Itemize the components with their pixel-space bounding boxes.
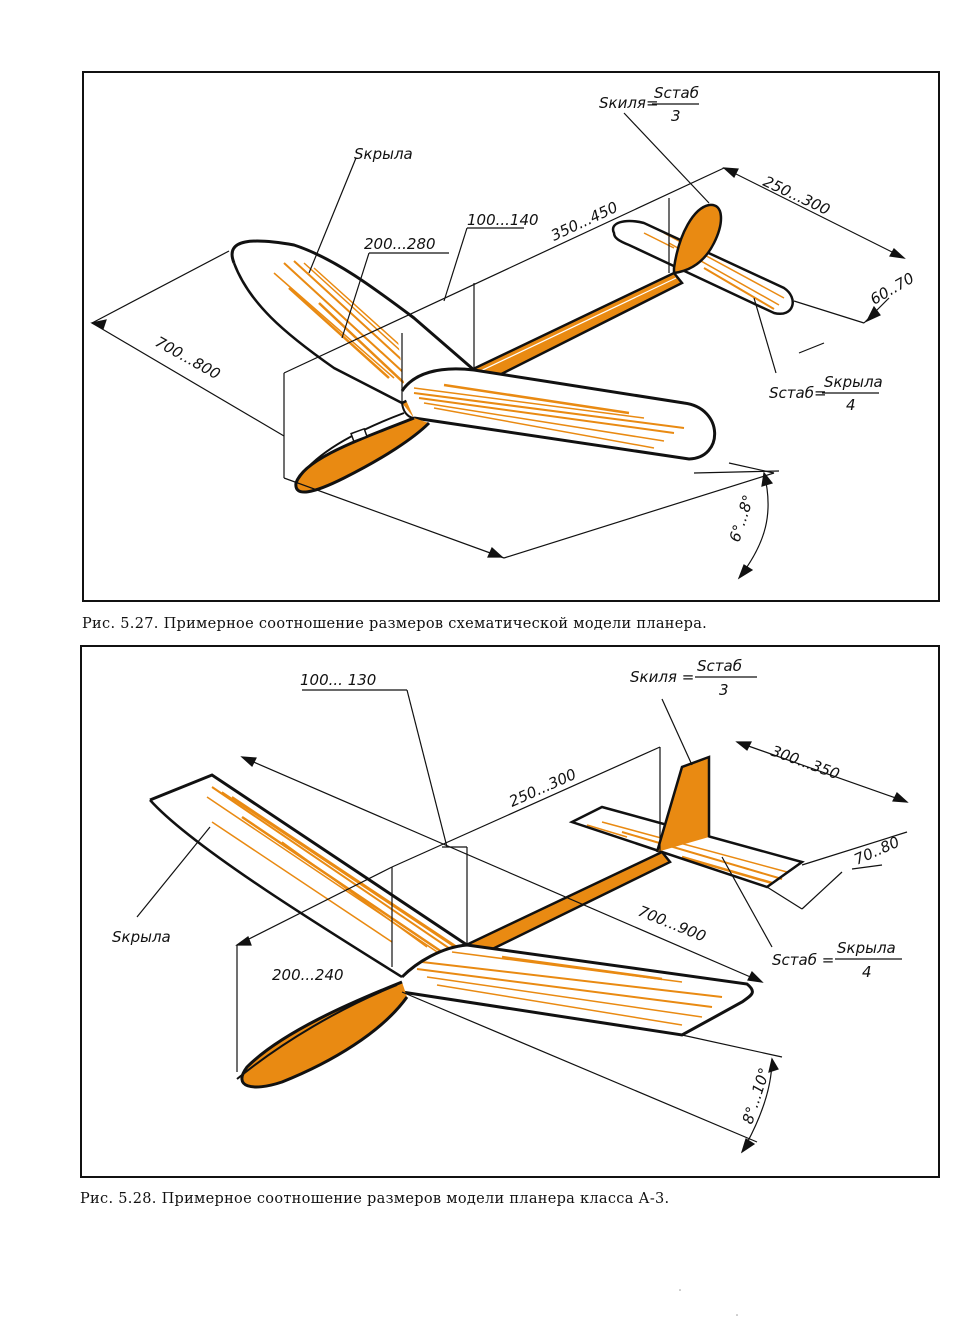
dimension-lines bbox=[136, 689, 909, 1154]
svg-text:Sкрыла: Sкрыла bbox=[824, 373, 883, 391]
left-wing bbox=[149, 773, 468, 979]
dimension-lines bbox=[90, 112, 906, 580]
root-chord-dimension: 200...280 bbox=[364, 235, 436, 253]
stabilizer bbox=[568, 805, 805, 889]
svg-text:Sстаб=: Sстаб= bbox=[769, 384, 827, 402]
svg-text:Sстаб =: Sстаб = bbox=[772, 951, 834, 969]
wing-offset-dimension: 100... 130 bbox=[300, 671, 376, 689]
svg-text:Sкрыла: Sкрыла bbox=[837, 939, 896, 957]
fin-area-formula: Sкиля = Sстаб 3 bbox=[630, 657, 757, 699]
fuselage-stick bbox=[461, 850, 672, 961]
svg-text:Sстаб: Sстаб bbox=[654, 84, 699, 102]
fin bbox=[672, 203, 723, 275]
svg-text:Sстаб: Sстаб bbox=[697, 657, 742, 675]
left-wing bbox=[230, 239, 475, 405]
nose-pod bbox=[294, 412, 431, 494]
svg-text:4: 4 bbox=[862, 963, 872, 981]
svg-text:4: 4 bbox=[846, 396, 856, 414]
figure-5-27: Sкрыла 700...800 200...280 100...140 350… bbox=[82, 71, 940, 602]
right-wing bbox=[400, 943, 754, 1037]
stab-area-formula: Sстаб= Sкрыла 4 bbox=[769, 373, 883, 414]
figure-5-28-caption: Рис. 5.28. Примерное соотношение размеро… bbox=[80, 1191, 670, 1207]
fin-area-formula: Sкиля= Sстаб 3 bbox=[599, 84, 699, 125]
stab-area-formula: Sстаб = Sкрыла 4 bbox=[772, 939, 902, 981]
wing-area-label: Sкрыла bbox=[112, 928, 171, 946]
schematic-glider-drawing: Sкрыла 700...800 200...280 100...140 350… bbox=[90, 84, 917, 580]
svg-text:Sкиля=: Sкиля= bbox=[599, 94, 659, 112]
svg-text:3: 3 bbox=[671, 107, 681, 125]
root-chord-dimension: 200...240 bbox=[272, 966, 344, 984]
fin bbox=[655, 755, 711, 853]
svg-text:3: 3 bbox=[719, 681, 729, 699]
nose-pod bbox=[236, 980, 409, 1089]
right-wing bbox=[400, 367, 717, 461]
svg-text:Sкиля =: Sкиля = bbox=[630, 668, 694, 686]
a3-glider-drawing: 100... 130 250...300 300...350 70..80 70… bbox=[112, 657, 909, 1154]
stabilizer bbox=[611, 219, 794, 316]
wing-area-label: Sкрыла bbox=[354, 145, 413, 163]
figure-5-27-caption: Рис. 5.27. Примерное соотношение размеро… bbox=[82, 616, 708, 632]
wing-offset-dimension: 100...140 bbox=[467, 211, 539, 229]
figure-5-28: 100... 130 250...300 300...350 70..80 70… bbox=[80, 645, 940, 1178]
